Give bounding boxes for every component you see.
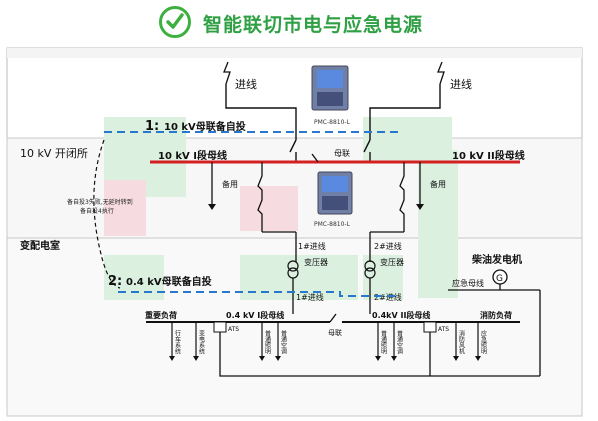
important-load-label: 重要负荷 [145, 310, 177, 320]
feeder-left-1: 行车系统 [174, 329, 181, 355]
zone-green-emergency [418, 150, 458, 298]
lightning-left-icon [223, 61, 231, 85]
bus-04kv-1-label: 0.4 kV I段母线 [226, 310, 284, 320]
lightning-right-icon [437, 61, 445, 85]
emergency-bus-label: 应急母线 [452, 278, 484, 288]
transformer-1-label: 变压器 [304, 257, 328, 267]
standby-left-label: 备用 [222, 179, 238, 189]
fire-load-label: 消防负荷 [480, 310, 512, 320]
incoming-1-upper-label: 1#进线 [298, 241, 326, 251]
auto-04kv-dashed-line [118, 291, 395, 297]
diesel-label: 柴油发电机 [471, 253, 522, 266]
standby-left-arrow-icon [208, 204, 216, 210]
auto-04kv-label: 0.4 kV母联备自投 [126, 275, 212, 288]
feeder-transformer-2 [399, 162, 405, 232]
feeder-mid-right-2: 普通空调 [396, 329, 403, 355]
auto-10kv-label: 10 kV母联备自投 [164, 120, 246, 133]
transformer-2-coil-a [364, 260, 376, 272]
incoming-left-label: 进线 [235, 77, 257, 91]
tie-10kv-label: 母联 [334, 149, 350, 158]
switch-left-top [289, 139, 297, 153]
ats-right-label: ATS [438, 326, 449, 333]
auto-04kv-number: 2: [108, 274, 122, 289]
feeder-mid-left-2: 普通空调 [280, 329, 287, 355]
zone-pink-mid [240, 186, 298, 231]
bus-10kv-2-label: 10 kV II段母线 [452, 149, 525, 162]
title-bar: 智能联切市电与应急电源 [0, 0, 598, 45]
emergency-return-line [219, 332, 540, 377]
device-mid-label: PMC-8810-L [314, 221, 351, 228]
section-substation-label: 变配电室 [20, 239, 60, 252]
incoming-right-label: 进线 [450, 77, 472, 91]
fallback-curve [93, 139, 121, 289]
device-top-screen [317, 70, 343, 88]
auto-10kv-number: 1: [145, 119, 159, 134]
ats-left [213, 321, 227, 333]
bus-04kv-2-label: 0.4kV II段母线 [372, 310, 430, 320]
tie-04kv-label: 母联 [328, 328, 342, 337]
incoming-2-upper-label: 2#进线 [374, 241, 402, 251]
feeder-mid-right-1: 普通照明 [380, 329, 387, 355]
device-mid-panel [322, 196, 348, 210]
band-top [7, 48, 582, 58]
zone-pink-left [104, 180, 146, 236]
incoming-right-line [369, 84, 441, 140]
page-title: 智能联切市电与应急电源 [203, 14, 424, 36]
feeder-transformer-1 [257, 162, 263, 232]
standby-right-label: 备用 [430, 179, 446, 189]
checkmark-icon [159, 6, 191, 38]
feeder-right-2: 应急照明 [480, 329, 487, 355]
standby-right-arrow-icon [416, 204, 424, 210]
note-line-2: 备自投4执行 [80, 207, 114, 215]
tie-switch-10kv [311, 153, 319, 163]
note-line-1: 备自投3失败,无延时转到 [67, 198, 133, 206]
feeder-mid-left-1: 普通照明 [264, 329, 271, 355]
bus-10kv-1-label: 10 kV I段母线 [158, 149, 227, 162]
section-10kv-label: 10 kV 开闭所 [20, 147, 88, 160]
feeders-left: 行车系统 变电系统 [169, 322, 205, 361]
feeder-right-1: 消防风机 [458, 329, 465, 355]
incoming-1-lower-label: 1#进线 [296, 292, 324, 302]
device-top-panel [317, 92, 343, 106]
ats-right [423, 321, 437, 333]
device-mid-screen [322, 176, 348, 192]
zone-green-mid-04kv [240, 255, 358, 300]
feeders-mid-right: 普通照明 普通空调 [375, 322, 403, 361]
ats-left-label: ATS [228, 326, 239, 333]
transformer-1-coil-a [287, 260, 299, 272]
tie-switch-04kv [329, 313, 337, 323]
incoming-left-line [225, 84, 297, 140]
feeder-left-2: 变电系统 [198, 329, 205, 355]
switch-right-top [363, 139, 371, 153]
feeders-right: 消防风机 应急照明 [453, 322, 487, 361]
feeders-mid-left: 普通照明 普通空调 [259, 322, 287, 361]
generator-symbol: G [496, 274, 503, 284]
device-top-label: PMC-8810-L [314, 119, 351, 126]
transformer-2-label: 变压器 [380, 257, 404, 267]
